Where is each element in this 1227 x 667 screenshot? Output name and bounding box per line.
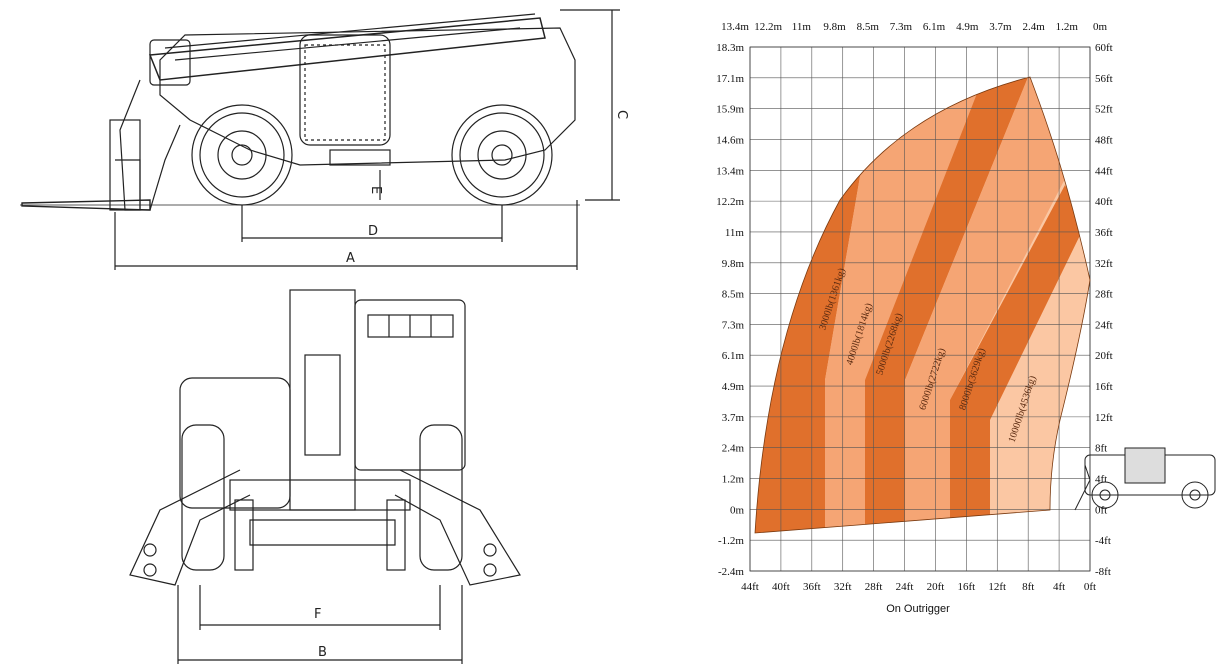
top-tick-label: 2.4m <box>1022 21 1045 33</box>
left-tick-label: 3.7m <box>722 412 745 424</box>
zone-band-3 <box>865 77 1035 533</box>
chart-grid <box>749 46 1091 572</box>
left-tick-label: 11m <box>725 227 745 239</box>
right-tick-label: 56ft <box>1095 73 1113 85</box>
bottom-tick-label: 0ft <box>1084 581 1096 593</box>
right-tick-label: -8ft <box>1095 566 1111 578</box>
left-tick-label: 7.3m <box>722 319 745 331</box>
right-tick-label: 4ft <box>1095 474 1107 486</box>
telehandler-icon <box>1074 447 1216 511</box>
bottom-tick-label: 28ft <box>865 581 883 593</box>
load-chart: 3000lb(1361kg)4000lb(1814kg)5000lb(2268k… <box>716 21 1216 615</box>
left-tick-label: 17.1m <box>716 73 744 85</box>
right-tick-label: 20ft <box>1095 350 1113 362</box>
right-tick-label: 36ft <box>1095 227 1113 239</box>
left-axis-ticks: 18.3m 17.1m 15.9m 14.6m 13.4m 12.2m 11m 9.8m 8.5… <box>716 42 744 578</box>
dim-label-c: C <box>614 110 629 119</box>
top-tick-label: 9.8m <box>823 21 846 33</box>
bottom-tick-label: 16ft <box>957 581 975 593</box>
right-tick-label: 48ft <box>1095 134 1113 146</box>
top-tick-label: 7.3m <box>890 21 913 33</box>
dim-label-e: E <box>368 186 383 194</box>
dim-label-d: D <box>368 224 378 239</box>
top-tick-label: 8.5m <box>857 21 880 33</box>
left-tick-label: 1.2m <box>722 474 745 486</box>
right-tick-label: 60ft <box>1095 42 1113 54</box>
left-tick-label: -1.2m <box>718 535 744 547</box>
bottom-tick-label: 20ft <box>927 581 945 593</box>
right-tick-label: 16ft <box>1095 381 1113 393</box>
bottom-tick-label: 4ft <box>1053 581 1065 593</box>
bottom-tick-label: 8ft <box>1022 581 1034 593</box>
top-tick-label: 11m <box>792 21 812 33</box>
left-tick-label: 13.4m <box>716 165 744 177</box>
top-tick-label: 12.2m <box>754 21 782 33</box>
bottom-tick-label: 36ft <box>803 581 821 593</box>
right-axis-ticks: 60ft 56ft 52ft 48ft 44ft 40ft 36ft 32ft 28ft 24ft… <box>1095 42 1113 578</box>
bottom-tick-label: 32ft <box>834 581 852 593</box>
top-axis-ticks: 13.4m 12.2m 11m 9.8m 8.5m 7.3m 6.1m 4.9m 3.7m 2.4… <box>721 21 1107 33</box>
left-tick-label: 9.8m <box>722 258 745 270</box>
left-tick-label: 8.5m <box>722 289 745 301</box>
top-tick-label: 3.7m <box>989 21 1012 33</box>
right-tick-label: 44ft <box>1095 165 1113 177</box>
left-tick-label: 12.2m <box>716 196 744 208</box>
bottom-tick-label: 12ft <box>988 581 1006 593</box>
left-tick-label: 0m <box>730 504 745 516</box>
chart-xlabel: On Outrigger <box>886 603 950 615</box>
left-tick-label: 2.4m <box>722 443 745 455</box>
right-tick-label: 52ft <box>1095 104 1113 116</box>
bottom-axis-ticks: 44ft 40ft 36ft 32ft 28ft 24ft 20ft 16ft 12ft 8ft 4… <box>741 581 1096 593</box>
zone-band-4 <box>905 77 1080 533</box>
plot-frame <box>749 46 1091 572</box>
side-view-drawing <box>20 9 620 270</box>
zone-band-2 <box>825 77 990 533</box>
right-tick-label: 0ft <box>1095 504 1107 516</box>
bottom-tick-label: 24ft <box>896 581 914 593</box>
left-tick-label: 18.3m <box>716 42 744 54</box>
dim-label-f: F <box>314 607 321 622</box>
dim-label-b: B <box>318 645 327 660</box>
top-tick-label: 0m <box>1093 21 1108 33</box>
bottom-tick-label: 40ft <box>772 581 790 593</box>
top-tick-label: 4.9m <box>956 21 979 33</box>
left-tick-label: 15.9m <box>716 104 744 116</box>
top-tick-label: 1.2m <box>1056 21 1079 33</box>
right-tick-label: 40ft <box>1095 196 1113 208</box>
left-tick-label: -2.4m <box>718 566 744 578</box>
right-tick-label: 24ft <box>1095 319 1113 331</box>
top-tick-label: 6.1m <box>923 21 946 33</box>
bottom-tick-label: 44ft <box>741 581 759 593</box>
right-tick-label: 28ft <box>1095 289 1113 301</box>
left-tick-label: 14.6m <box>716 134 744 146</box>
right-tick-label: 32ft <box>1095 258 1113 270</box>
left-tick-label: 6.1m <box>722 350 745 362</box>
right-tick-label: 12ft <box>1095 412 1113 424</box>
front-view-drawing <box>129 289 521 664</box>
right-tick-label: -4ft <box>1095 535 1111 547</box>
left-tick-label: 4.9m <box>722 381 745 393</box>
envelope-outline <box>754 76 1091 534</box>
dim-label-a: A <box>346 251 355 266</box>
zone-band-5 <box>950 185 1085 533</box>
right-tick-label: 8ft <box>1095 443 1107 455</box>
top-tick-label: 13.4m <box>721 21 749 33</box>
